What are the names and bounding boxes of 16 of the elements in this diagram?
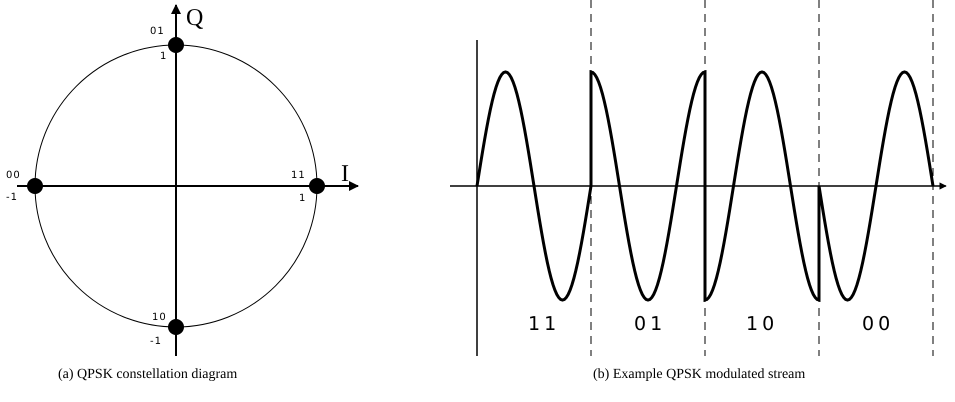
point-label: 01 [150, 27, 165, 37]
figure-caption: (b) Example QPSK modulated stream [593, 368, 806, 382]
point-label: 11 [291, 171, 306, 181]
bit-label: 01 [634, 315, 666, 334]
point-label: -1 [150, 337, 162, 347]
axis-label: Q [186, 6, 204, 30]
point-label: 1 [299, 194, 306, 204]
axis-label: I [341, 162, 349, 186]
figure-caption: (a) QPSK constellation diagram [58, 368, 238, 382]
bit-label: 00 [862, 315, 894, 334]
point-label: 10 [152, 313, 167, 323]
point-label: 1 [160, 52, 168, 62]
point-label: -1 [6, 193, 18, 203]
bit-label: 11 [528, 315, 560, 334]
bit-label: 10 [746, 315, 778, 334]
point-label: 00 [6, 171, 21, 181]
